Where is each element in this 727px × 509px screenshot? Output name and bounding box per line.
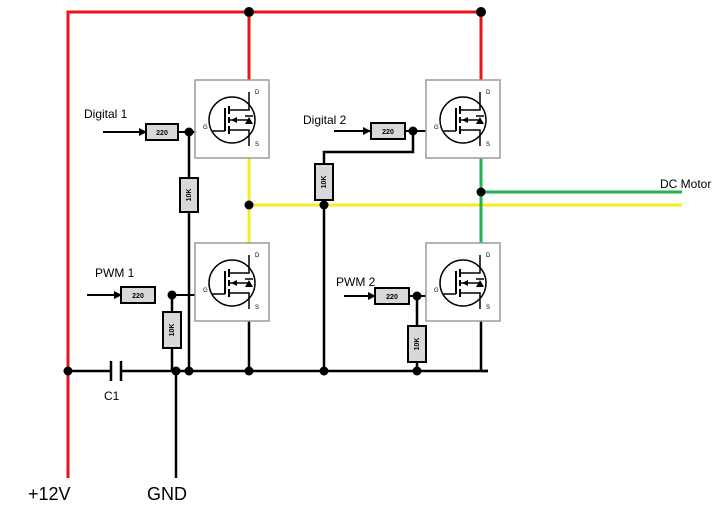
resistor-pulldown-1: 10K — [179, 177, 199, 213]
resistor-pulldown-4: 10K — [407, 325, 427, 363]
junction-dots — [63, 7, 486, 376]
svg-text:220: 220 — [132, 293, 144, 300]
capacitor-c1 — [109, 361, 123, 381]
pin-label-gate: G — [203, 288, 208, 294]
pin-label-drain: D — [255, 253, 260, 259]
mosfet-bottom-left: G D S — [194, 242, 270, 322]
mosfet-top-right: G D S — [425, 79, 501, 159]
svg-text:220: 220 — [382, 129, 394, 136]
pin-label-source: S — [486, 142, 490, 148]
resistor-pulldown-2: 10K — [314, 163, 334, 201]
label-vplus: +12V — [28, 484, 71, 504]
label-capacitor: C1 — [104, 389, 120, 403]
resistor-pulldown-3: 10K — [162, 311, 182, 349]
label-dc-motor: DC Motor — [660, 177, 711, 191]
resistor-gate-digital1: 220 — [145, 123, 179, 141]
pin-label-drain: D — [255, 90, 260, 96]
pin-label-gate: G — [434, 288, 439, 294]
supply-rail — [66, 10, 483, 478]
label-gnd: GND — [147, 484, 187, 504]
label-pwm2: PWM 2 — [336, 275, 376, 289]
motor-wire-b — [479, 150, 682, 245]
mosfet-top-left: G D S — [194, 79, 270, 159]
pin-label-gate: G — [434, 125, 439, 131]
label-digital2: Digital 2 — [303, 113, 347, 127]
mosfet-bottom-right: G D S — [425, 242, 501, 322]
pin-label-source: S — [486, 305, 490, 311]
pin-label-source: S — [255, 142, 259, 148]
pin-label-gate: G — [203, 125, 208, 131]
pin-label-drain: D — [486, 253, 491, 259]
svg-text:10K: 10K — [186, 189, 193, 202]
label-digital1: Digital 1 — [84, 107, 128, 121]
resistor-gate-pwm2: 220 — [374, 287, 410, 305]
svg-text:220: 220 — [386, 294, 398, 301]
label-pwm1: PWM 1 — [95, 266, 135, 280]
resistor-gate-digital2: 220 — [370, 122, 406, 140]
ground-wiring — [68, 132, 488, 478]
motor-wire-a — [247, 150, 682, 245]
svg-text:220: 220 — [156, 130, 168, 137]
svg-text:10K: 10K — [414, 338, 421, 351]
input-arrows — [87, 127, 376, 300]
svg-text:10K: 10K — [169, 324, 176, 337]
svg-text:10K: 10K — [321, 176, 328, 189]
pin-label-drain: D — [486, 90, 491, 96]
resistor-gate-pwm1: 220 — [120, 286, 156, 304]
pin-label-source: S — [255, 305, 259, 311]
